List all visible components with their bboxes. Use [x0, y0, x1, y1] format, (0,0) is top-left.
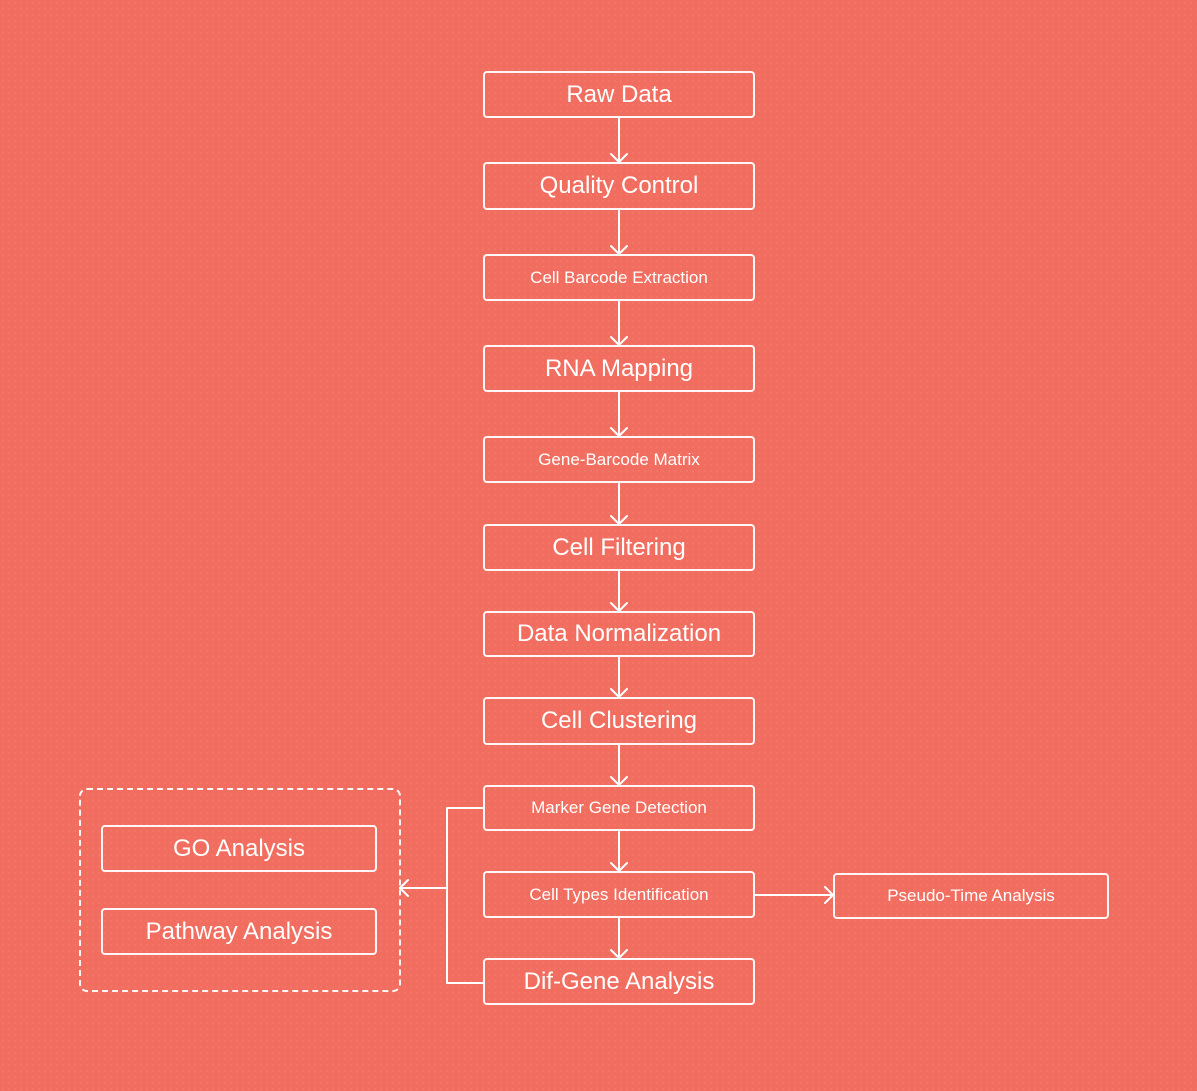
- arrow-normalization-to-clustering: [610, 656, 628, 698]
- step-cell-clustering: Cell Clustering: [483, 697, 755, 745]
- arrow-raw-to-qc: [610, 117, 628, 163]
- arrow-barcode-to-rna: [610, 300, 628, 346]
- step-pseudo-time-analysis: Pseudo-Time Analysis: [833, 873, 1109, 919]
- arrow-celltypes-to-pseudotime: [754, 886, 834, 904]
- arrow-celltypes-to-difgene: [610, 917, 628, 959]
- step-cell-filtering: Cell Filtering: [483, 524, 755, 571]
- arrow-qc-to-barcode: [610, 209, 628, 255]
- step-quality-control: Quality Control: [483, 162, 755, 210]
- arrow-filtering-to-normalization: [610, 570, 628, 612]
- enrichment-analysis-group: [79, 788, 401, 992]
- step-gene-barcode-matrix: Gene-Barcode Matrix: [483, 436, 755, 483]
- step-cell-barcode-extraction: Cell Barcode Extraction: [483, 254, 755, 301]
- step-rna-mapping: RNA Mapping: [483, 345, 755, 392]
- arrow-matrix-to-filtering: [610, 482, 628, 525]
- step-cell-types-identification: Cell Types Identification: [483, 871, 755, 918]
- arrow-clustering-to-marker: [610, 744, 628, 786]
- arrow-marker-to-celltypes: [610, 830, 628, 872]
- step-dif-gene-analysis: Dif-Gene Analysis: [483, 958, 755, 1005]
- step-go-analysis: GO Analysis: [101, 825, 377, 872]
- step-raw-data: Raw Data: [483, 71, 755, 118]
- step-marker-gene-detection: Marker Gene Detection: [483, 785, 755, 831]
- arrow-rna-to-matrix: [610, 391, 628, 437]
- step-pathway-analysis: Pathway Analysis: [101, 908, 377, 955]
- bracket-to-enrichment-group: [399, 807, 484, 984]
- step-data-normalization: Data Normalization: [483, 611, 755, 657]
